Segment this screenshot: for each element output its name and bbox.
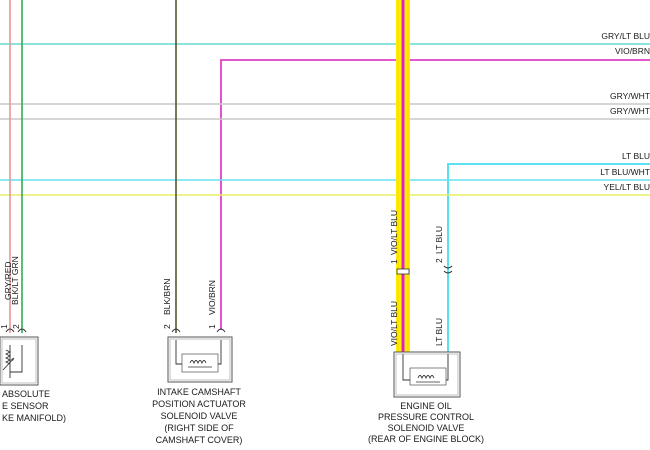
wire-label-lt-blu-wht: LT BLU/WHT (600, 167, 650, 177)
cam-actuator-caption-2: POSITION ACTUATOR (152, 399, 246, 409)
cam-pin1-label: VIO/BRN (207, 280, 217, 315)
lt-blu-connector-arc-upper (443, 265, 453, 269)
cam-actuator-caption-3: SOLENOID VALVE (161, 411, 238, 421)
cam-connector-arc-1 (171, 328, 181, 333)
map-sensor (0, 336, 39, 386)
cam-pin2-label: BLK/BRN (162, 279, 172, 315)
wire-vio-brn (220, 59, 650, 330)
map-sensor-caption-2: E SENSOR (2, 401, 49, 411)
oil-lower-right-label: LT BLU (434, 318, 444, 346)
cam-actuator-caption-1: INTAKE CAMSHAFT (157, 387, 241, 397)
oil-upper-pin1: 1 (389, 259, 399, 264)
cam-pin1: 1 (207, 324, 217, 329)
oil-valve-caption-4: (REAR OF ENGINE BLOCK) (368, 434, 484, 444)
inline-connector-mark (396, 268, 410, 275)
cam-actuator-caption-5: CAMSHAFT COVER) (156, 435, 243, 445)
cam-actuator-caption-4: (RIGHT SIDE OF (164, 423, 234, 433)
sensor-left-wire-label: GRY/RED (3, 261, 13, 300)
wire-label-gry-wht-1: GRY/WHT (610, 91, 650, 101)
oil-valve-caption-2: PRESSURE CONTROL (378, 412, 474, 422)
wire-label-gry-wht-2: GRY/WHT (610, 106, 650, 116)
oil-lower-left-label: VIO/LT BLU (389, 301, 399, 346)
oil-valve-caption-1: ENGINE OIL (400, 401, 452, 411)
sensor-right-wire-label: BLK/LT GRN (10, 256, 20, 305)
sensor-pin1: 1 (0, 324, 9, 329)
wire-label-gry-lt-blu: GRY/LT BLU (601, 31, 650, 41)
oil-upper-pin2: 2 (434, 258, 444, 263)
wire-label-yel-lt-blu: YEL/LT BLU (604, 182, 650, 192)
sensor-pin2: 2 (11, 324, 21, 329)
cam-actuator (167, 336, 233, 383)
map-sensor-caption-1: ABSOLUTE (2, 389, 50, 399)
sensor-connector-arc-1 (5, 328, 15, 333)
oil-valve-caption-3: SOLENOID VALVE (388, 423, 465, 433)
oil-upper-pin2-label: LT BLU (434, 226, 444, 254)
wire-label-lt-blu: LT BLU (622, 151, 650, 161)
sensor-connector-arc-2 (17, 328, 27, 333)
cam-pin2: 2 (162, 324, 172, 329)
oil-upper-label: VIO/LT BLU (389, 210, 399, 255)
map-sensor-caption-3: KE MANIFOLD) (2, 413, 66, 423)
lt-blu-connector-arc-lower (443, 270, 453, 274)
oil-valve (393, 351, 461, 398)
wire-lt-blu (447, 163, 650, 352)
cam-connector-arc-2 (216, 328, 226, 333)
wire-label-vio-brn: VIO/BRN (615, 46, 650, 56)
